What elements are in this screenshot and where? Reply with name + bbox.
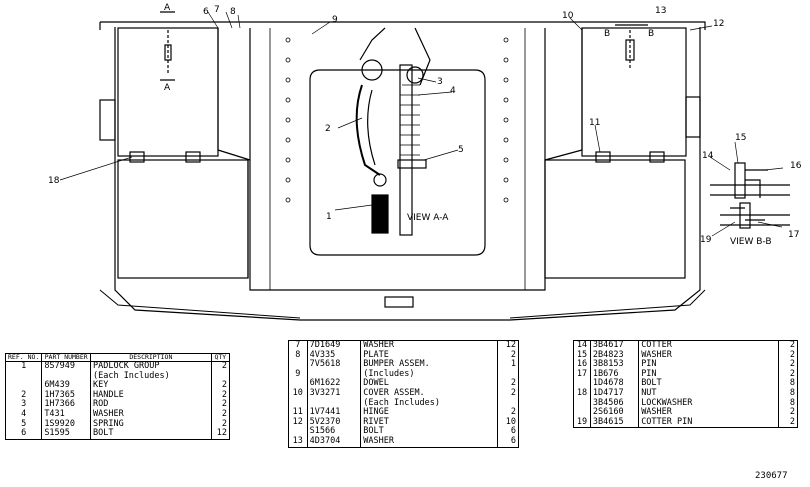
callout-17: 17 [788, 230, 799, 240]
callout-1: 1 [326, 212, 332, 222]
figure-number: 230677 [755, 471, 788, 481]
view-bb-label: VIEW B-B [730, 237, 772, 247]
header-ref: REF. NO. [4, 353, 43, 362]
callout-5: 5 [458, 145, 464, 155]
callout-6: 6 [203, 7, 209, 17]
callout-10: 10 [562, 11, 574, 21]
right-cover-lower [544, 159, 686, 279]
callout-13: 13 [655, 6, 666, 16]
view-aa-label: VIEW A-A [407, 213, 449, 223]
callout-19: 19 [700, 235, 712, 245]
callout-4: 4 [450, 86, 456, 96]
left-cover-lower [117, 159, 249, 279]
callout-15: 15 [735, 133, 746, 143]
callout-2: 2 [325, 124, 331, 134]
callout-18: 18 [48, 176, 60, 186]
callout-9: 9 [332, 15, 338, 25]
callout-11: 11 [589, 118, 600, 128]
callout-7: 7 [214, 5, 220, 15]
header-qty: QTY [210, 353, 231, 362]
callout-12: 12 [713, 19, 724, 29]
callout-16: 16 [790, 161, 802, 171]
section-label-b-left: B [604, 29, 610, 39]
section-label-a-bottom: A [164, 83, 171, 93]
table-row: 9(Includes) [288, 369, 519, 380]
callout-14: 14 [702, 151, 714, 161]
callout-8: 8 [230, 7, 236, 17]
table-row: (Each Includes) [288, 398, 519, 409]
section-label-a-top: A [164, 3, 171, 13]
section-label-b-right: B [648, 29, 654, 39]
callout-3: 3 [437, 77, 443, 87]
table-row: (Each Includes) [5, 371, 231, 382]
